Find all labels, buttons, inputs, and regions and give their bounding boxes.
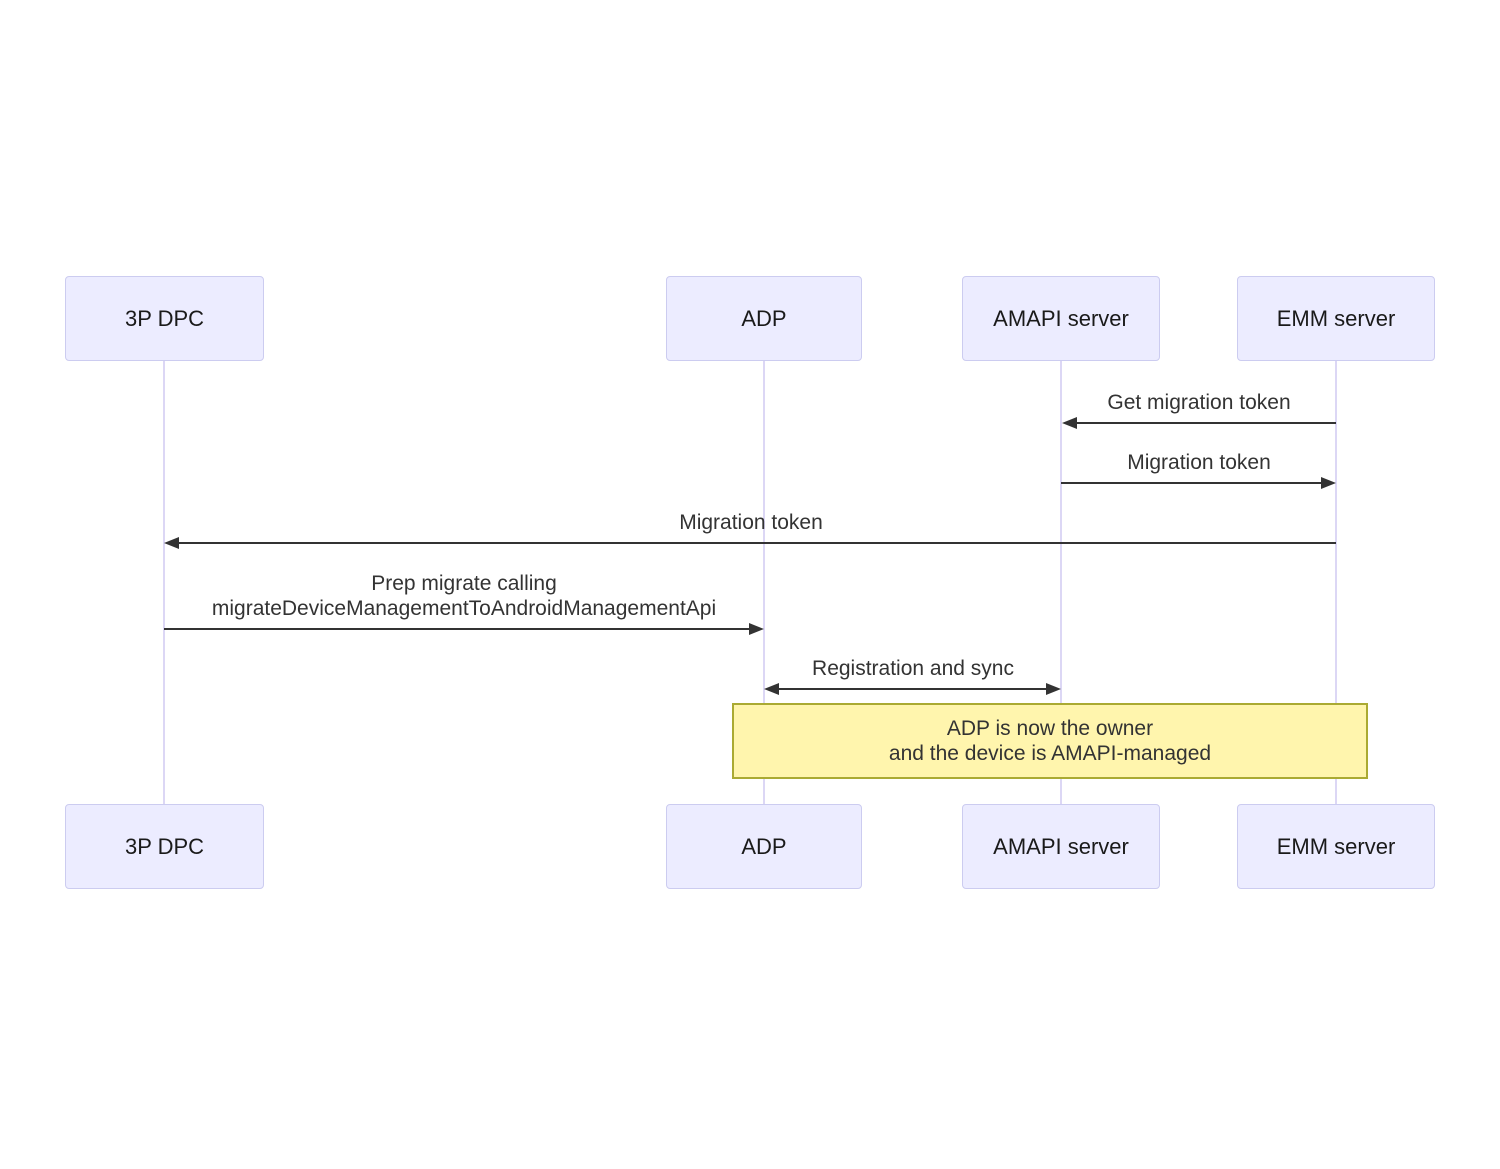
actor-top-adp: ADP: [666, 276, 862, 361]
note-text: ADP is now the owner and the device is A…: [888, 717, 1212, 765]
message-label-migration-token-1: Migration token: [1127, 451, 1271, 474]
actor-label: EMM server: [1276, 305, 1396, 331]
actor-top-amapi-server: AMAPI server: [962, 276, 1160, 361]
actor-bottom-adp: ADP: [666, 804, 862, 889]
lifeline-3p-dpc: [163, 361, 165, 804]
lifeline-adp: [763, 361, 765, 804]
actor-label: 3P DPC: [124, 305, 205, 331]
actor-bottom-3p-dpc: 3P DPC: [65, 804, 264, 889]
arrow-prep-migrate: [164, 623, 764, 635]
actor-label: AMAPI server: [993, 833, 1129, 859]
arrow-get-migration-token: [1062, 417, 1336, 429]
actor-label: ADP: [741, 833, 787, 859]
arrow-migration-token-to-emm: [1061, 477, 1336, 489]
lifeline-emm-server: [1335, 361, 1337, 804]
message-label-prep-migrate: Prep migrate calling migrateDeviceManage…: [211, 572, 717, 620]
message-label-registration-and-sync: Registration and sync: [812, 657, 1014, 680]
message-label-get-migration-token: Get migration token: [1107, 391, 1291, 414]
actor-bottom-amapi-server: AMAPI server: [962, 804, 1160, 889]
actor-label: 3P DPC: [124, 833, 205, 859]
message-label-migration-token-2: Migration token: [679, 511, 823, 534]
actor-label: ADP: [741, 305, 787, 331]
actor-top-emm-server: EMM server: [1237, 276, 1435, 361]
arrow-migration-token-to-3p-dpc: [164, 537, 1336, 549]
actor-label: EMM server: [1276, 833, 1396, 859]
actor-bottom-emm-server: EMM server: [1237, 804, 1435, 889]
arrow-registration-and-sync: [764, 683, 1061, 695]
actor-label: AMAPI server: [993, 305, 1129, 331]
note-adp-owner: ADP is now the owner and the device is A…: [732, 703, 1368, 779]
lifeline-amapi-server: [1060, 361, 1062, 804]
actor-top-3p-dpc: 3P DPC: [65, 276, 264, 361]
